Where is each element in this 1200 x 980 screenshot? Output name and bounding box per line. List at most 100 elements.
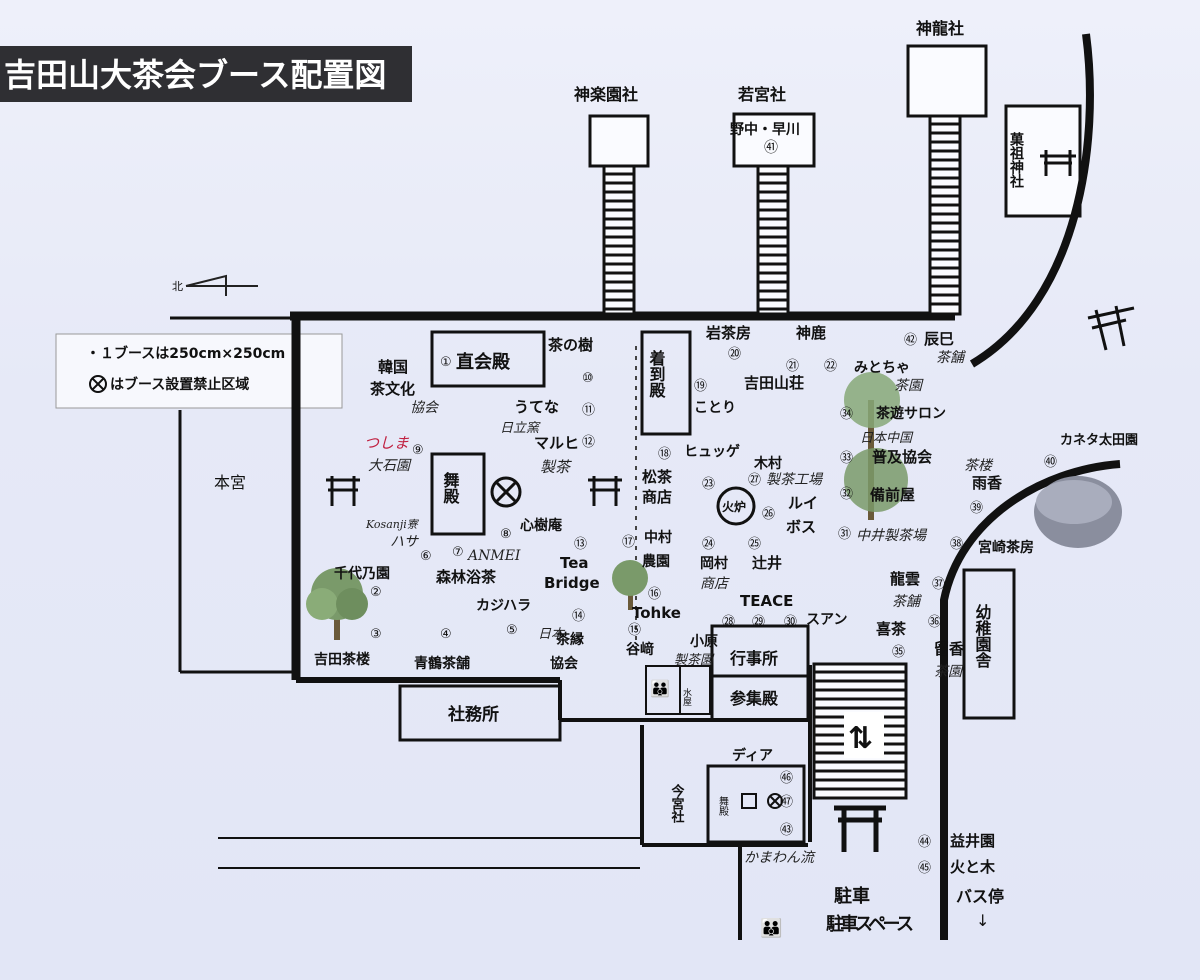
no-booth-zone-icon (490, 476, 522, 508)
booth-47-number: ㊼ (780, 795, 793, 810)
booth-9-number: ⑨ (412, 443, 424, 458)
booth-6-label: ハサ (390, 534, 419, 550)
booth-9-label: つしま (364, 434, 410, 452)
booth-14-number: ⑭ (572, 609, 585, 624)
booth-6-sublabel: Kosanji寮 (365, 518, 420, 531)
tree-icon (844, 372, 908, 520)
booth-labels: 韓国 茶文化 協会 つしま ⑨ 大石園 Kosanji寮 ハサ ⑥ ⑦ ANME… (314, 358, 563, 672)
booth-41-number: ㊶ (764, 140, 778, 156)
wakamiya-shrine: 若宮社 野中・早川 ㊶ (730, 85, 816, 316)
booth-2-number: ② (370, 585, 382, 600)
bus-stop-arrow-icon: ↓ (976, 911, 989, 930)
shinryu-label: 神龍社 (916, 19, 964, 38)
page-title: 吉田山大茶会ブース配置図 (4, 56, 386, 94)
booth-12-sublabel2: 製茶 (540, 458, 572, 476)
kaguraden-hall: 着到殿 (640, 330, 692, 436)
kindergarten-building: 幼稚園舎 (962, 568, 1016, 720)
booth-26-label-line2: ボス (786, 518, 816, 536)
title-banner: 吉田山大茶会ブース配置図 (0, 46, 412, 102)
legend-line1: ・１ブースは250cm×250cm (86, 345, 285, 362)
east-road (940, 460, 1121, 940)
booth-38-label: 宮崎茶房 (978, 539, 1034, 556)
booth-28-number: ㉘ (722, 615, 735, 630)
booth-27-sublabel: 製茶工場 (766, 472, 824, 488)
booth-22-number: ㉒ (824, 359, 837, 374)
shamusho-building: 社務所 (398, 684, 562, 742)
maidono-label: 舞殿 (441, 471, 461, 505)
booth-1-label-line3: 協会 (410, 400, 440, 416)
booth-11-label: うてな (514, 398, 559, 416)
booth-16-number: ⑯ (648, 587, 661, 602)
booth-21-number: ㉑ (786, 359, 799, 374)
booth-18-label: ヒュッゲ (684, 443, 740, 460)
booth-39-label: 雨香 (972, 474, 1002, 492)
booth-21-label: 吉田山荘 (744, 374, 804, 392)
booth-12-label: マルヒ (534, 434, 579, 452)
booth-31-number: ㉛ (838, 527, 851, 542)
kashi-label: 菓祖神社 (1008, 131, 1025, 189)
torii-icon (834, 805, 886, 852)
torii-icon (326, 476, 360, 506)
kashi-shrine: 菓祖神社 (1004, 104, 1082, 218)
booth-46-number: ㊻ (780, 771, 793, 786)
booth-40-label: カネタ太田園 (1060, 432, 1138, 448)
booth-extra-label: 小原 (690, 634, 718, 650)
gyojisho-label: 行事所 (729, 649, 778, 668)
bus-stop-label: バス停 (956, 887, 1004, 906)
booth-30-number: ㉚ (784, 615, 797, 630)
booth-33-label: 普及協会 (872, 448, 932, 466)
booth-36-label: 留香 (934, 640, 964, 658)
naorai-hall: ① 直会殿 (430, 330, 546, 388)
tree-icon (612, 560, 648, 610)
booth-27-label: 木村 (753, 455, 782, 472)
booth-15-label: 谷﨑 (626, 641, 654, 658)
booth-37-number: ㊲ (932, 577, 945, 592)
booth-43-number: ㊸ (780, 823, 793, 838)
booth-9-sublabel: 大石園 (368, 458, 412, 474)
kagura-shrine: 神楽園社 (574, 85, 650, 316)
booth-32-number: ㉜ (840, 487, 853, 502)
pond (1034, 476, 1122, 548)
booth-17-number: ⑰ (622, 535, 635, 550)
booth-20-label: 岩茶房 (705, 324, 751, 342)
booth-40-number: ㊵ (1044, 455, 1057, 470)
booth-7-sublabel: 森林浴茶 (436, 568, 497, 586)
booth-12-number: ⑫ (582, 435, 595, 450)
booth-34-label: 茶遊サロン (875, 405, 946, 422)
booth-28-label: TEACE (740, 592, 793, 610)
north-arrow: 北 (172, 274, 258, 296)
main-walls (170, 311, 955, 940)
booth-1-label-line1: 韓国 (378, 358, 408, 376)
booth-13-label-line2: Bridge (544, 574, 600, 592)
hongu-label: 本宮 (214, 473, 246, 492)
booth-8-number: ⑧ (500, 527, 512, 542)
booth-33-number: ㉝ (840, 451, 853, 466)
booth-16-label: Tohke (632, 604, 681, 622)
booth-39-sublabel: 茶楼 (964, 458, 994, 474)
booth-35-label: 喜茶 (876, 620, 907, 638)
booth-46-label: ディア (732, 747, 773, 764)
booth-19-label: ことり (694, 400, 736, 416)
booth-17-label-line2: 農園 (642, 553, 670, 570)
booth-extra-sublabel: 製茶園 (674, 653, 715, 668)
booth-34-number: ㉞ (840, 407, 853, 422)
wakamiya-label: 若宮社 (737, 85, 786, 104)
booth-32-label: 備前屋 (870, 486, 915, 504)
stairs-kagura (604, 172, 634, 311)
booth-24-label: 岡村 (700, 555, 728, 572)
hiro-label: 火炉 (722, 499, 746, 514)
sanshuden-label: 参集殿 (730, 689, 779, 708)
parking-label: 駐車スペース (826, 913, 914, 935)
stairs-arrow-icon: ⇅ (848, 721, 873, 756)
naorai-label: 直会殿 (456, 351, 511, 373)
booth-7-number: ⑦ (452, 545, 464, 560)
booth-1-number: ① (440, 355, 452, 370)
booth-24-sublabel: 商店 (700, 576, 730, 592)
booth-4-number: ④ (440, 627, 452, 642)
booth-5-label: カジハラ (476, 598, 531, 614)
booth-45-number: ㊺ (918, 861, 931, 876)
booth-8-label: 心樹庵 (520, 517, 563, 534)
booth-3-number: ③ (370, 627, 382, 642)
booth-44-number: ㊹ (918, 835, 931, 850)
booth-35-number: ㉟ (892, 645, 905, 660)
